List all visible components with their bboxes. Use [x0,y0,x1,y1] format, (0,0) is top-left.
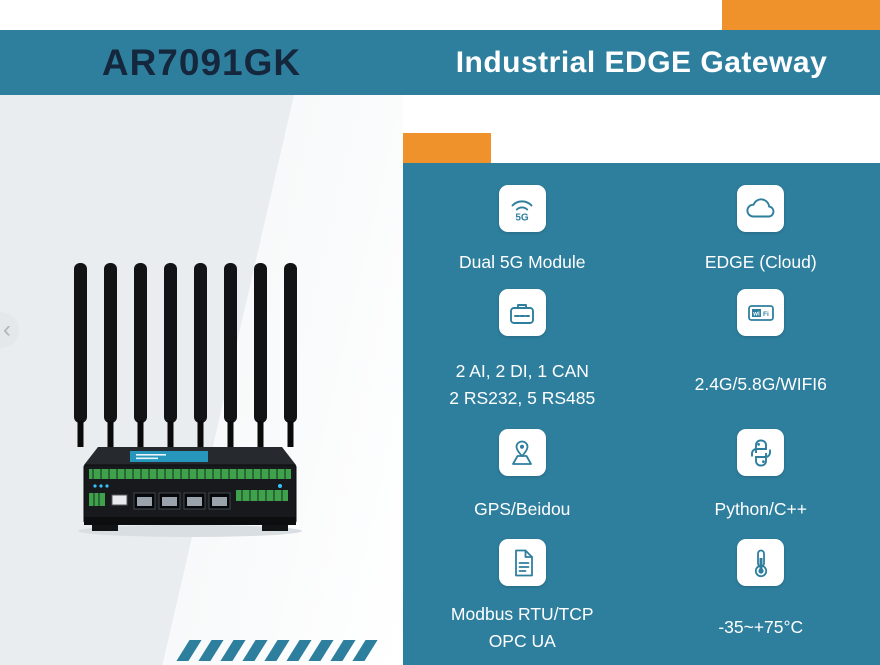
features-area: 5G Dual 5G Module EDGE (Cloud) [403,95,880,665]
decorative-stripes [176,640,383,661]
feature-modbus: Modbus RTU/TCP OPC UA [403,539,642,665]
feature-dual-5g: 5G Dual 5G Module [403,185,642,289]
orange-accent-tab [403,133,491,163]
features-panel: 5G Dual 5G Module EDGE (Cloud) [403,163,880,665]
stripe [198,640,224,661]
ethernet-ports [133,492,231,510]
document-icon [515,549,534,576]
feature-label: EDGE (Cloud) [704,252,817,273]
page-title: Industrial EDGE Gateway [455,45,828,79]
feature-edge-cloud: EDGE (Cloud) [642,185,880,289]
chassis [83,447,297,531]
feature-label: -35~+75°C [718,617,804,638]
svg-text:Fi: Fi [763,310,769,317]
product-image-area: ‹ [0,95,403,665]
feature-label: GPS/Beidou [474,499,571,520]
python-icon [750,439,771,466]
signal-5g-icon: 5G [511,199,533,223]
feature-label: Modbus RTU/TCP [450,604,594,625]
stripe [220,640,246,661]
cloud-icon [746,197,775,217]
stripe [330,640,356,661]
feature-label: 2.4G/5.8G/WIFI6 [694,374,827,395]
stripe [308,640,334,661]
feature-label: 2 RS232, 5 RS485 [449,387,596,408]
stripe [286,640,312,661]
top-strip [0,0,880,30]
thermometer-icon [754,549,767,577]
product-photo [74,263,302,537]
feature-io-ports: 2 AI, 2 DI, 1 CAN 2 RS232, 5 RS485 [403,289,642,429]
chevron-left-icon: ‹ [3,316,11,343]
stripe [352,640,378,661]
carousel-prev-button[interactable]: ‹ [0,312,19,348]
feature-temperature: -35~+75°C [642,539,880,665]
feature-gps: GPS/Beidou [403,429,642,539]
stripe [242,640,268,661]
top-label [130,451,208,462]
orange-accent-top [722,0,880,30]
content: ‹ [0,95,880,665]
product-model: AR7091GK [101,41,302,83]
wifi-badge-icon: wi Fi [747,304,774,321]
header-band: AR7091GK Industrial EDGE Gateway [0,30,880,95]
feature-label: Python/C++ [714,499,807,520]
stripe [176,640,202,661]
feature-label: Dual 5G Module [459,252,586,273]
io-ports-icon [510,303,535,324]
antennas [74,263,297,447]
feature-label: OPC UA [488,630,556,651]
feature-label: 2 AI, 2 DI, 1 CAN [455,361,589,382]
device-shadow [78,525,302,537]
stripe [264,640,290,661]
feature-python: Python/C++ [642,429,880,539]
feature-wifi: wi Fi 2.4G/5.8G/WIFI6 [642,289,880,429]
svg-text:5G: 5G [516,212,530,223]
gps-pin-icon [512,440,533,465]
svg-text:wi: wi [752,311,760,317]
